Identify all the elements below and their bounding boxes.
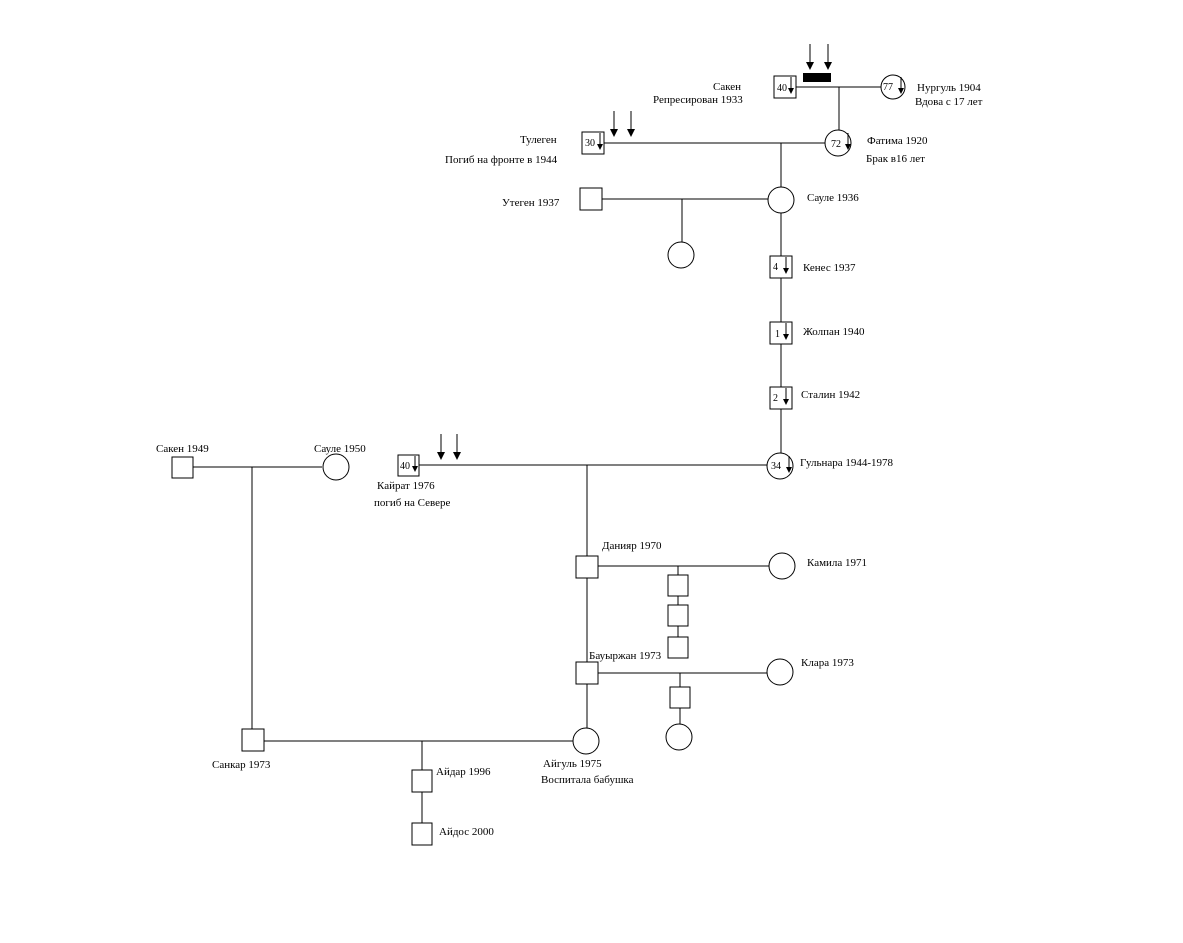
person-nurgul: 77: [880, 74, 906, 100]
person-aidos-symbol: [411, 822, 433, 846]
death-arrow-icon: [845, 144, 851, 150]
age-at-death: 72: [831, 139, 841, 150]
label-saule-1950: Сауле 1950: [314, 443, 366, 455]
arrow-marker: [610, 111, 635, 137]
label-saken-name: Сакен: [713, 81, 741, 93]
person-baurzhan-symbol: [575, 661, 599, 685]
label-tulegen-note: Погиб на фронте в 1944: [445, 154, 558, 166]
relationship-lines: [193, 86, 881, 823]
label-kairat-name: Кайрат 1976: [377, 480, 435, 492]
label-nurgul-name: Нургуль 1904: [917, 82, 981, 94]
person-gulnara: 34: [766, 452, 794, 480]
label-tulegen-name: Тулеген: [520, 134, 557, 146]
label-utegen: Утеген 1937: [502, 197, 560, 209]
female-symbol: [824, 129, 852, 157]
person-aigul-symbol: [572, 727, 600, 755]
label-zholpan: Жолпан 1940: [803, 326, 865, 338]
person-saule-1936-symbol: [767, 186, 795, 214]
male-symbol: [397, 454, 420, 477]
age-at-death: 77: [883, 82, 893, 93]
death-arrow-icon: [788, 88, 794, 94]
person-child-symbol: [665, 723, 693, 751]
label-nurgul-note: Вдова с 17 лет: [915, 96, 983, 108]
death-arrow-icon: [786, 467, 792, 473]
male-symbol: [769, 321, 793, 345]
label-kenes: Кенес 1937: [803, 262, 856, 274]
person-child-symbol: [669, 686, 691, 709]
age-at-death: 1: [775, 329, 780, 340]
label-saule-1936: Сауле 1936: [807, 192, 859, 204]
person-child-symbol: [667, 574, 689, 597]
person-aidar-symbol: [411, 769, 433, 793]
person-unnamed-child-symbol: [667, 241, 695, 269]
label-daniyar: Данияр 1970: [602, 540, 662, 552]
person-kamila-symbol: [768, 552, 796, 580]
label-stalin: Сталин 1942: [801, 389, 860, 401]
person-tulegen: 30: [581, 131, 605, 155]
death-arrow-icon: [783, 268, 789, 274]
person-child-symbol: [667, 604, 689, 627]
male-symbol: [581, 131, 605, 155]
person-saule-1950-symbol: [322, 453, 350, 481]
age-at-death: 30: [585, 138, 595, 149]
label-kamila: Камила 1971: [807, 557, 867, 569]
age-at-death: 34: [771, 461, 781, 472]
label-baurzhan: Бауыржан 1973: [589, 650, 662, 662]
person-saken-1: 40: [773, 75, 797, 99]
label-sankar: Санкар 1973: [212, 759, 271, 771]
age-at-death: 4: [773, 262, 778, 273]
death-arrow-icon: [783, 334, 789, 340]
person-saken-1949-symbol: [171, 456, 194, 479]
person-fatima: 72: [824, 129, 852, 157]
label-aidar: Айдар 1996: [436, 766, 491, 778]
label-aigul-note: Воспитала бабушка: [541, 774, 634, 786]
person-kenes: 4: [769, 255, 793, 279]
age-at-death: 2: [773, 393, 778, 404]
person-labels: Сакен Репресирован 1933 Нургуль 1904 Вдо…: [156, 81, 983, 838]
label-fatima-note: Брак в16 лет: [866, 153, 925, 165]
death-arrow-icon: [783, 399, 789, 405]
person-sankar-symbol: [241, 728, 265, 752]
person-kairat: 40: [397, 454, 420, 477]
age-at-death: 40: [400, 461, 410, 472]
female-symbol: [880, 74, 906, 100]
label-aidos: Айдос 2000: [439, 826, 494, 838]
female-symbol: [766, 452, 794, 480]
person-klara-symbol: [766, 658, 794, 686]
label-saken-1949: Сакен 1949: [156, 443, 209, 455]
age-at-death: 40: [777, 83, 787, 94]
label-klara: Клара 1973: [801, 657, 854, 669]
person-daniyar-symbol: [575, 555, 599, 579]
label-aigul-name: Айгуль 1975: [543, 758, 602, 770]
label-gulnara: Гульнара 1944-1978: [800, 457, 894, 469]
death-arrow-icon: [898, 88, 904, 94]
label-fatima-name: Фатима 1920: [867, 135, 928, 147]
person-zholpan: 1: [769, 321, 793, 345]
event-arrows: [437, 44, 832, 460]
repression-marker: [803, 73, 831, 82]
person-stalin: 2: [769, 386, 793, 410]
death-arrow-icon: [597, 144, 603, 150]
arrow-marker: [437, 434, 461, 460]
person-utegen-symbol: [579, 187, 603, 211]
label-kairat-note: погиб на Севере: [374, 497, 451, 509]
label-saken-note: Репресирован 1933: [653, 94, 743, 106]
death-arrow-icon: [412, 466, 418, 472]
person-child-symbol: [667, 636, 689, 659]
arrow-marker: [806, 44, 832, 70]
